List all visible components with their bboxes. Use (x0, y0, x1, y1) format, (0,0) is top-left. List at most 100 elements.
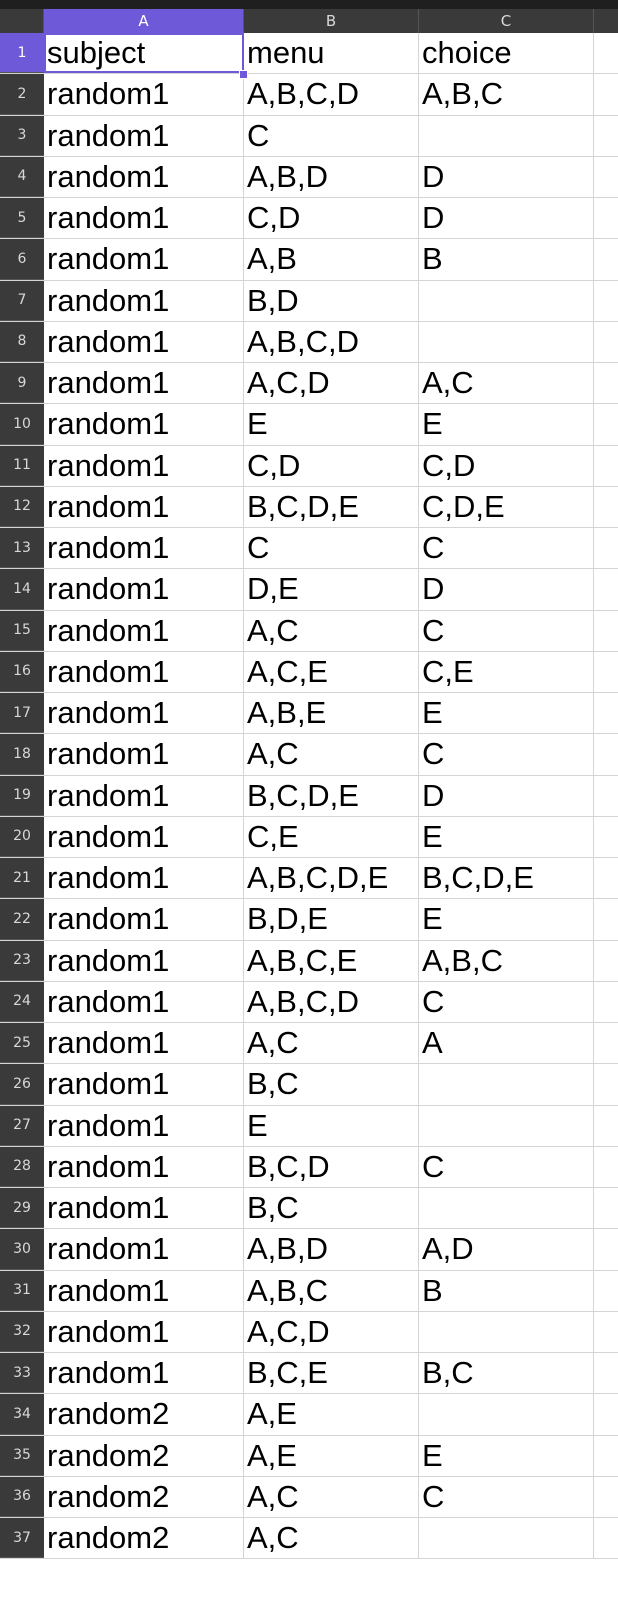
cell-b[interactable]: B,C (244, 1064, 419, 1105)
cell-d[interactable] (594, 404, 618, 444)
cell-d[interactable] (594, 1477, 618, 1517)
cell-b[interactable]: D,E (244, 569, 419, 610)
cell-d[interactable] (594, 734, 618, 774)
row-header[interactable]: 26 (0, 1064, 44, 1105)
row-header[interactable]: 7 (0, 280, 44, 321)
cell-d[interactable] (594, 817, 618, 857)
cell-d[interactable] (594, 116, 618, 156)
row-header[interactable]: 36 (0, 1476, 44, 1517)
cell-b[interactable]: A,B,C,D,E (244, 858, 419, 899)
cell-d[interactable] (594, 487, 618, 527)
cell-b[interactable]: B,C,E (244, 1353, 419, 1394)
row-header[interactable]: 32 (0, 1311, 44, 1352)
cell-d[interactable] (594, 1147, 618, 1187)
cell-d[interactable] (594, 569, 618, 609)
select-all-corner[interactable] (0, 9, 44, 33)
row-header[interactable]: 2 (0, 74, 44, 115)
column-header-d[interactable] (594, 9, 618, 33)
cell-b[interactable]: A,B,C,D (244, 321, 419, 362)
row-header[interactable]: 20 (0, 816, 44, 857)
cell-a[interactable]: random1 (44, 940, 244, 981)
cell-a[interactable]: random2 (44, 1435, 244, 1476)
cell-a[interactable]: random2 (44, 1518, 244, 1559)
cell-d[interactable] (594, 281, 618, 321)
cell-d[interactable] (594, 33, 618, 73)
cell-c[interactable] (419, 280, 594, 321)
row-header[interactable]: 3 (0, 115, 44, 156)
cell-b[interactable]: C (244, 528, 419, 569)
cell-b[interactable]: A,B,C,D (244, 74, 419, 115)
cell-c[interactable]: C,D,E (419, 486, 594, 527)
cell-b[interactable]: A,C,D (244, 1311, 419, 1352)
cell-b[interactable]: A,C (244, 1476, 419, 1517)
cell-a[interactable]: random1 (44, 981, 244, 1022)
cell-b[interactable]: C,D (244, 445, 419, 486)
cell-a[interactable]: subject (44, 33, 244, 74)
cell-b[interactable]: A,E (244, 1394, 419, 1435)
cell-a[interactable]: random1 (44, 74, 244, 115)
row-header[interactable]: 22 (0, 899, 44, 940)
cell-a[interactable]: random1 (44, 610, 244, 651)
cell-d[interactable] (594, 1106, 618, 1146)
cell-d[interactable] (594, 157, 618, 197)
cell-b[interactable]: A,B,C,E (244, 940, 419, 981)
cell-c[interactable] (419, 321, 594, 362)
cell-b[interactable]: B,C,D,E (244, 775, 419, 816)
cell-b[interactable]: A,C,E (244, 651, 419, 692)
row-header[interactable]: 24 (0, 981, 44, 1022)
cell-c[interactable]: D (419, 156, 594, 197)
cell-a[interactable]: random1 (44, 280, 244, 321)
cell-d[interactable] (594, 239, 618, 279)
cell-a[interactable]: random1 (44, 156, 244, 197)
cell-b[interactable]: A,B (244, 239, 419, 280)
cell-b[interactable]: A,E (244, 1435, 419, 1476)
row-header[interactable]: 13 (0, 528, 44, 569)
cell-b[interactable]: A,C (244, 1518, 419, 1559)
column-header-b[interactable]: B (244, 9, 419, 33)
cell-d[interactable] (594, 1436, 618, 1476)
cell-a[interactable]: random1 (44, 1270, 244, 1311)
cell-a[interactable]: random2 (44, 1394, 244, 1435)
cell-c[interactable]: A,D (419, 1229, 594, 1270)
cell-a[interactable]: random1 (44, 858, 244, 899)
column-header-c[interactable]: C (419, 9, 594, 33)
cell-a[interactable]: random1 (44, 486, 244, 527)
cell-d[interactable] (594, 693, 618, 733)
row-header[interactable]: 16 (0, 651, 44, 692)
cell-d[interactable] (594, 1271, 618, 1311)
row-header[interactable]: 8 (0, 321, 44, 362)
cell-b[interactable]: A,C (244, 610, 419, 651)
row-header[interactable]: 12 (0, 486, 44, 527)
cell-a[interactable]: random1 (44, 775, 244, 816)
cell-c[interactable] (419, 1188, 594, 1229)
cell-b[interactable]: A,B,D (244, 1229, 419, 1270)
cell-c[interactable]: A,B,C (419, 74, 594, 115)
cell-a[interactable]: random1 (44, 363, 244, 404)
cell-a[interactable]: random1 (44, 569, 244, 610)
cell-d[interactable] (594, 982, 618, 1022)
row-header[interactable]: 5 (0, 198, 44, 239)
cell-c[interactable]: B,C (419, 1353, 594, 1394)
row-header[interactable]: 17 (0, 693, 44, 734)
cell-d[interactable] (594, 1188, 618, 1228)
fill-handle[interactable] (239, 70, 248, 79)
row-header[interactable]: 4 (0, 156, 44, 197)
cell-d[interactable] (594, 1394, 618, 1434)
cell-c[interactable]: C,E (419, 651, 594, 692)
cell-d[interactable] (594, 322, 618, 362)
cell-a[interactable]: random1 (44, 528, 244, 569)
row-header[interactable]: 30 (0, 1229, 44, 1270)
row-header[interactable]: 19 (0, 775, 44, 816)
cell-c[interactable]: D (419, 198, 594, 239)
cell-c[interactable]: E (419, 899, 594, 940)
cell-d[interactable] (594, 528, 618, 568)
cell-c[interactable]: E (419, 1435, 594, 1476)
cell-d[interactable] (594, 941, 618, 981)
cell-d[interactable] (594, 74, 618, 114)
cell-a[interactable]: random1 (44, 1311, 244, 1352)
cell-a[interactable]: random2 (44, 1476, 244, 1517)
cell-b[interactable]: C,E (244, 816, 419, 857)
cell-a[interactable]: random1 (44, 115, 244, 156)
row-header[interactable]: 21 (0, 858, 44, 899)
cell-a[interactable]: random1 (44, 198, 244, 239)
